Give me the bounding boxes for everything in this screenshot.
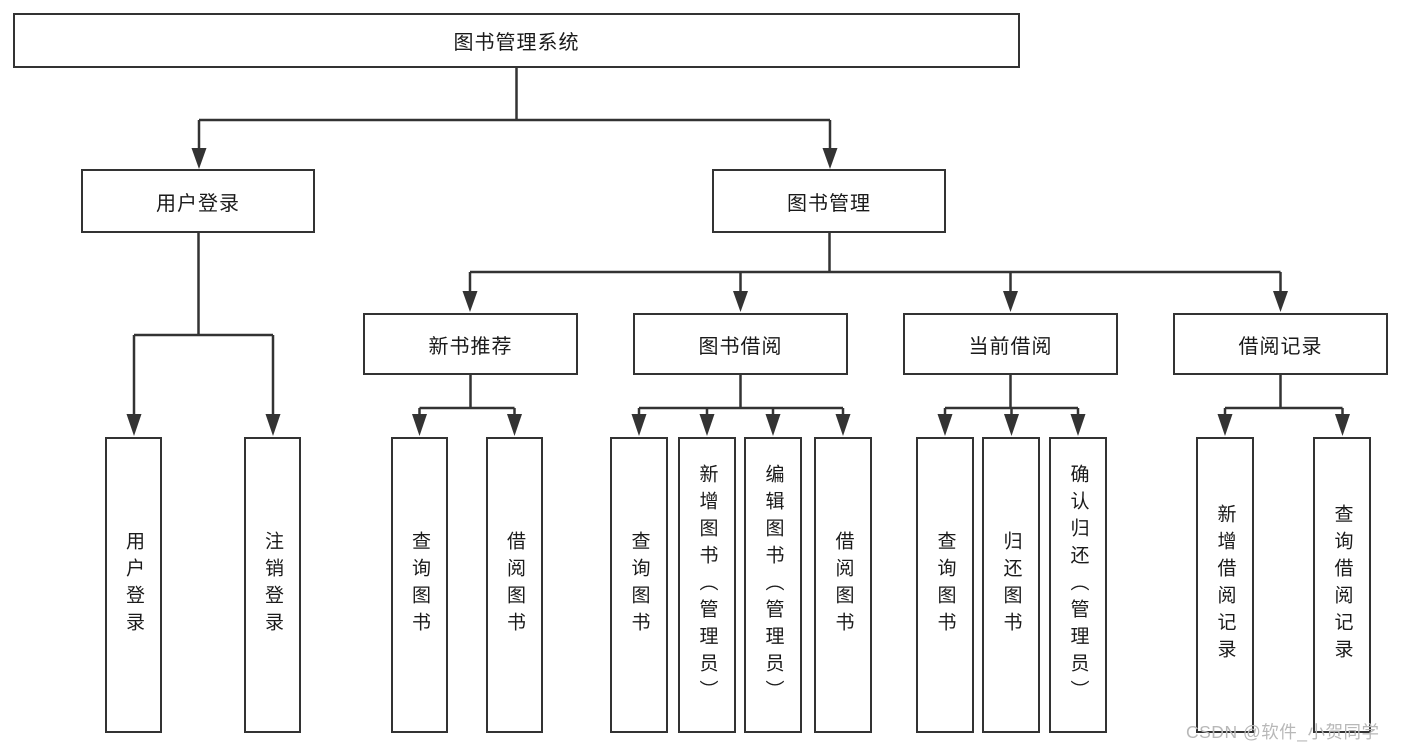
arrowhead: [1070, 414, 1086, 436]
node-label: 图书借阅: [698, 335, 783, 358]
leaf-query-books-recommend: 查询图书: [391, 437, 448, 733]
node-user-login-branch: 用户登录: [81, 169, 315, 233]
arrowhead: [1217, 414, 1233, 436]
leaf-query-borrow-record: 查询借阅记录: [1313, 437, 1371, 733]
leaf-add-book-admin: 新增图书（管理员）: [678, 437, 736, 733]
arrowhead: [937, 414, 953, 436]
node-library-management-system: 图书管理系统: [13, 13, 1020, 68]
leaf-label: 查询图书: [934, 531, 956, 639]
node-label: 图书管理系统: [453, 32, 580, 54]
arrowhead: [126, 414, 142, 436]
node-book-management: 图书管理: [712, 169, 946, 233]
leaf-label: 查询图书: [628, 531, 650, 639]
arrowhead: [1335, 414, 1350, 436]
arrowhead: [1004, 414, 1019, 436]
node-label: 当前借阅: [968, 335, 1053, 358]
leaf-label: 借阅图书: [504, 531, 525, 639]
connector-current-borrowing-children: [937, 375, 1086, 436]
arrowhead: [699, 414, 715, 436]
connector-borrowing-records-children: [1217, 375, 1350, 436]
arrowhead: [507, 414, 522, 436]
node-label: 图书管理: [787, 192, 871, 215]
arrowhead: [835, 414, 851, 436]
leaf-query-books-current: 查询图书: [916, 437, 974, 733]
node-label: 新书推荐: [428, 335, 513, 358]
connector-book-borrowing-children: [631, 375, 851, 436]
leaf-borrow-books-borrowing: 借阅图书: [814, 437, 872, 733]
arrowhead: [765, 414, 781, 436]
arrowhead: [822, 148, 838, 169]
connector-root-to-level2: [191, 68, 838, 169]
arrowhead: [1003, 291, 1018, 312]
leaf-label: 借阅图书: [832, 531, 854, 639]
leaf-user-login: 用户登录: [105, 437, 162, 733]
leaf-return-book: 归还图书: [982, 437, 1040, 733]
leaf-label: 编辑图书（管理员）: [762, 463, 784, 707]
leaf-label: 新增借阅记录: [1214, 504, 1236, 666]
leaf-label: 查询借阅记录: [1331, 504, 1353, 666]
leaf-label: 用户登录: [123, 531, 144, 639]
node-book-borrowing: 图书借阅: [633, 313, 848, 375]
leaf-add-borrow-record: 新增借阅记录: [1196, 437, 1254, 733]
connector-new-book-recommendation-children: [412, 375, 522, 436]
arrowhead: [462, 291, 478, 312]
leaf-label: 注销登录: [262, 531, 283, 639]
leaf-label: 归还图书: [1000, 531, 1022, 639]
node-label: 用户登录: [156, 192, 240, 215]
connector-book-management-children: [462, 233, 1288, 312]
node-borrowing-records: 借阅记录: [1173, 313, 1388, 375]
leaf-confirm-return-admin: 确认归还（管理员）: [1049, 437, 1107, 733]
arrowhead: [733, 291, 748, 312]
node-new-book-recommendation: 新书推荐: [363, 313, 578, 375]
leaf-label: 确认归还（管理员）: [1067, 463, 1089, 707]
connector-user-login-children: [126, 233, 281, 436]
arrowhead: [265, 414, 281, 436]
arrowhead: [412, 414, 427, 436]
leaf-edit-book-admin: 编辑图书（管理员）: [744, 437, 802, 733]
leaf-label: 查询图书: [409, 531, 430, 639]
node-label: 借阅记录: [1238, 335, 1323, 358]
leaf-label: 新增图书（管理员）: [696, 463, 718, 707]
leaf-borrow-books-recommend: 借阅图书: [486, 437, 543, 733]
leaf-query-books-borrowing: 查询图书: [610, 437, 668, 733]
node-current-borrowing: 当前借阅: [903, 313, 1118, 375]
arrowhead: [191, 148, 207, 169]
leaf-logout: 注销登录: [244, 437, 301, 733]
arrowhead: [1273, 291, 1288, 312]
arrowhead: [631, 414, 647, 436]
watermark: CSDN @软件_小贺同学: [1186, 722, 1380, 742]
